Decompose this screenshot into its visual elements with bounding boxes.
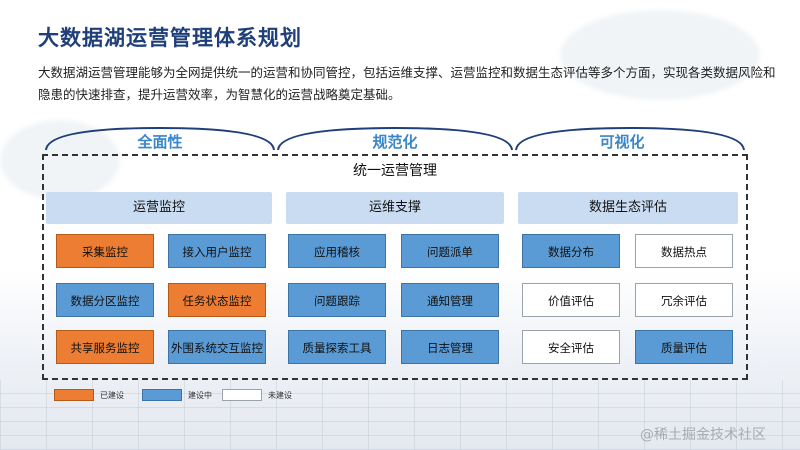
feature-arc-1 — [45, 126, 275, 151]
feature-arcs — [45, 126, 745, 151]
module-cell: 接入用户监控 — [168, 234, 266, 268]
module-cell: 数据热点 — [635, 234, 733, 268]
module-cell: 质量探索工具 — [288, 330, 386, 364]
watermark: @稀土掘金技术社区 — [640, 427, 766, 443]
page-description: 大数据湖运营管理能够为全网提供统一的运营和协同管控，包括运维支撑、运营监控和数据… — [38, 65, 776, 102]
legend-swatch-building — [142, 389, 182, 401]
module-cell: 通知管理 — [401, 283, 499, 317]
module-cell: 数据分区监控 — [56, 283, 154, 317]
module-cell: 任务状态监控 — [168, 283, 266, 317]
module-cell: 采集监控 — [56, 234, 154, 268]
feature-arc-2 — [277, 126, 513, 151]
module-cell: 外围系统交互监控 — [168, 330, 266, 364]
group-header-ops-monitoring: 运营监控 — [46, 192, 272, 224]
module-cell: 日志管理 — [401, 330, 499, 364]
background-floor-grid — [0, 380, 800, 450]
unified-management-label: 统一运营管理 — [353, 163, 437, 179]
legend-label: 建设中 — [188, 391, 212, 400]
module-cell: 共享服务监控 — [56, 330, 154, 364]
feature-label-standardized: 规范化 — [372, 133, 418, 151]
unified-management-frame — [42, 154, 748, 380]
module-cell: 应用稽核 — [288, 234, 386, 268]
module-cell: 问题派单 — [401, 234, 499, 268]
module-cell: 质量评估 — [635, 330, 733, 364]
background-map-blob — [560, 10, 760, 100]
module-cell: 价值评估 — [522, 283, 620, 317]
group-header-ops-support: 运维支撑 — [286, 192, 504, 224]
module-cell: 问题跟踪 — [288, 283, 386, 317]
module-cell: 数据分布 — [522, 234, 620, 268]
feature-arc-3 — [515, 126, 745, 151]
legend-swatch-unbuilt — [222, 389, 262, 401]
module-cell: 安全评估 — [522, 330, 620, 364]
feature-label-visualized: 可视化 — [599, 133, 645, 151]
legend-swatch-built — [54, 389, 94, 401]
module-cell: 冗余评估 — [635, 283, 733, 317]
legend-label: 已建设 — [100, 391, 124, 400]
page-title: 大数据湖运营管理体系规划 — [38, 26, 302, 50]
legend-label: 未建设 — [268, 391, 292, 400]
group-header-ecosystem-eval: 数据生态评估 — [518, 192, 738, 224]
background-map-blob — [0, 120, 120, 200]
feature-label-comprehensive: 全面性 — [137, 133, 183, 151]
